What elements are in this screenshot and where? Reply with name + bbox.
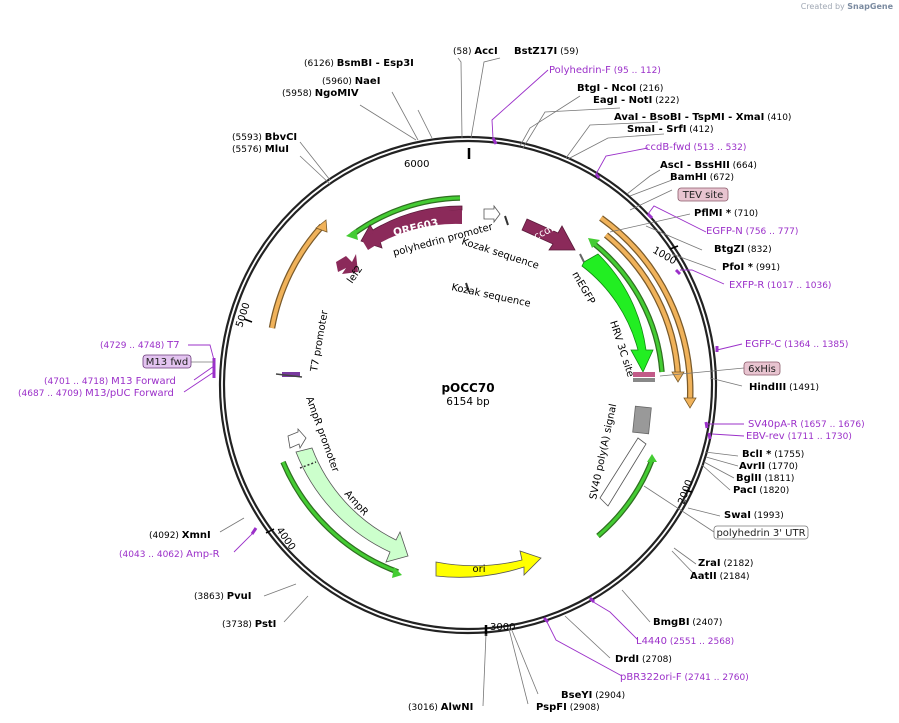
svg-text:6xHis: 6xHis: [748, 364, 776, 375]
site-label-bseyi: BseYI (2904): [561, 690, 625, 701]
ampr-promoter-arrow[interactable]: [287, 427, 307, 450]
site-label-paci: PacI (1820): [733, 485, 789, 496]
primer-label-exfp-r: EXFP-R (1017 .. 1036): [729, 280, 831, 291]
primer-label-ccdb-fwd: ccdB-fwd (513 .. 532): [645, 142, 746, 153]
primer-label-polyhedrin-f: Polyhedrin-F (95 .. 112): [549, 65, 661, 76]
snapgene-logo: SnapGene: [847, 2, 893, 11]
polyhedrin-3utr-region[interactable]: [599, 437, 647, 507]
site-label-swai: SwaI (1993): [724, 510, 784, 521]
hrv-mark-2: [633, 378, 655, 382]
primer-label-m13-forward: (4701 .. 4718) M13 Forward: [44, 376, 176, 387]
primer-labels: Polyhedrin-F (95 .. 112) ccdB-fwd (513 ..…: [18, 65, 865, 683]
site-label-mlui: (5576) MluI: [232, 144, 289, 155]
megfp-start-mark: [579, 253, 585, 263]
restriction-site-labels: (58) AccI BstZ17I (59) (6126) BsmBI - Esp3…: [149, 46, 819, 713]
tick-label-6000: 6000: [404, 159, 429, 170]
plasmid-name: pOCC70: [441, 381, 494, 395]
site-label-smai-srfi: SmaI - SrfI (412): [627, 124, 713, 135]
hrv-mark-1: [633, 372, 655, 377]
ampr-arrow[interactable]: [295, 447, 409, 563]
lef2-arrow[interactable]: [336, 254, 358, 274]
primer-label-pbr322ori-f: pBR322ori-F (2741 .. 2760): [620, 672, 749, 683]
site-label-btgi-ncoi: BtgI - NcoI (216): [577, 83, 663, 94]
boxed-label-m13-fwd: M13 fwd: [142, 354, 214, 369]
primer-label-m13-puc-forward: (4687 .. 4709) M13/pUC Forward: [18, 388, 174, 399]
orf603-body: [362, 209, 462, 250]
primer-lines: [183, 69, 745, 677]
site-label-hindiii: HindIII (1491): [749, 382, 819, 393]
site-label-asci-bsshii: AscI - BssHII (664): [660, 160, 757, 171]
primer-marks: [212, 137, 719, 624]
kozak-mark-1: [504, 215, 509, 226]
primer-label-l4440: L4440 (2551 .. 2568): [636, 636, 734, 647]
t7-promoter-label: T7 promoter: [309, 309, 331, 374]
site-label-btgzi: BtgZI (832): [714, 244, 772, 255]
site-label-avrii: AvrII (1770): [739, 461, 798, 472]
orange-arcs: [268, 215, 697, 409]
site-label-pvui: (3863) PvuI: [194, 591, 251, 602]
site-label-acci: (58) AccI: [453, 46, 498, 57]
site-label-bstz17i: BstZ17I (59): [514, 46, 579, 57]
snapgene-credit: Created by SnapGene: [801, 2, 893, 11]
kozak-label-2: Kozak sequence: [450, 282, 531, 310]
boxed-label-6xhis: 6xHis: [659, 361, 781, 377]
site-label-bglii: BglII (1811): [736, 473, 794, 484]
tick-label-3000: 3000: [490, 622, 515, 633]
tick-label-4000: 4000: [274, 525, 298, 552]
primer-label-egfp-c: EGFP-C (1364 .. 1385): [745, 339, 848, 350]
svg-text:polyhedrin 3' UTR: polyhedrin 3' UTR: [716, 528, 805, 539]
site-label-xmni: (4092) XmnI: [149, 530, 211, 541]
kozak-label-1: Kozak sequence: [460, 236, 540, 271]
credit-prefix: Created by: [800, 2, 845, 11]
t7-promoter-mark: [282, 372, 300, 377]
site-label-drdi: DrdI (2708): [615, 654, 672, 665]
svg-text:TEV site: TEV site: [682, 190, 724, 201]
boxed-label-tev-site: TEV site: [629, 187, 729, 211]
site-label-bamhi: BamHI (672): [670, 172, 734, 183]
svg-text:M13 fwd: M13 fwd: [146, 357, 188, 368]
backbone: [218, 135, 718, 635]
ori-label: ori: [472, 564, 485, 575]
primer-label-amp-r: (4043 .. 4062) Amp-R: [119, 549, 220, 560]
green-lines: [280, 195, 665, 578]
site-label-bmgbi: BmgBI (2407): [653, 617, 722, 628]
site-label-pfoi: PfoI * (991): [722, 262, 780, 273]
site-label-eagi-noti: EagI - NotI (222): [593, 95, 679, 106]
site-label-aatii: AatII (2184): [690, 571, 750, 582]
site-label-zrai: ZraI (2182): [698, 558, 753, 569]
primer-label-egfp-n: EGFP-N (756 .. 777): [706, 226, 798, 237]
t7-promoter-line: [275, 373, 303, 378]
site-label-pflmi: PflMI * (710): [694, 208, 758, 219]
tick-marks: [243, 148, 693, 636]
primer-label-ebv-rev: EBV-rev (1711 .. 1730): [746, 431, 852, 442]
site-label-psti: (3738) PstI: [222, 619, 276, 630]
polyhedrin-promoter-arrow[interactable]: [483, 204, 501, 224]
site-label-bsmbi-esp3i: (6126) BsmBI - Esp3I: [304, 58, 414, 69]
plasmid-length: 6154 bp: [446, 396, 490, 408]
site-label-ngomiv: (5958) NgoMIV: [282, 88, 359, 99]
megfp-label: mEGFP: [569, 270, 596, 306]
primer-label-sv40pa-r: SV40pA-R (1657 .. 1676): [748, 419, 865, 430]
site-label-naei: (5960) NaeI: [322, 76, 380, 87]
boxed-feature-labels: TEV site 6xHis M13 fwd polyhedrin 3' UTR: [142, 187, 809, 540]
site-label-bbvci: (5593) BbvCI: [232, 132, 297, 143]
site-label-pspfi: PspFI (2908): [536, 702, 600, 713]
ori-arrow[interactable]: [435, 550, 542, 578]
site-label-bcli: BclI * (1755): [742, 449, 804, 460]
ampr-start-mark: [299, 461, 317, 469]
primer-label-t7: (4729 .. 4748) T7: [100, 340, 180, 351]
sv40-polya-box[interactable]: [632, 405, 652, 435]
ccdb-arrow[interactable]: [521, 218, 576, 251]
site-label-avai-bsobi-tspmi-xmai: AvaI - BsoBI - TspMI - XmaI (410): [614, 112, 791, 123]
site-label-alwni: (3016) AlwNI: [408, 702, 473, 713]
megfp-arrow[interactable]: [581, 253, 654, 373]
kozak-mark-2: [465, 282, 470, 293]
leader-lines: [219, 57, 743, 707]
boxed-label-polyhedrin-3-utr: polyhedrin 3' UTR: [643, 485, 809, 540]
